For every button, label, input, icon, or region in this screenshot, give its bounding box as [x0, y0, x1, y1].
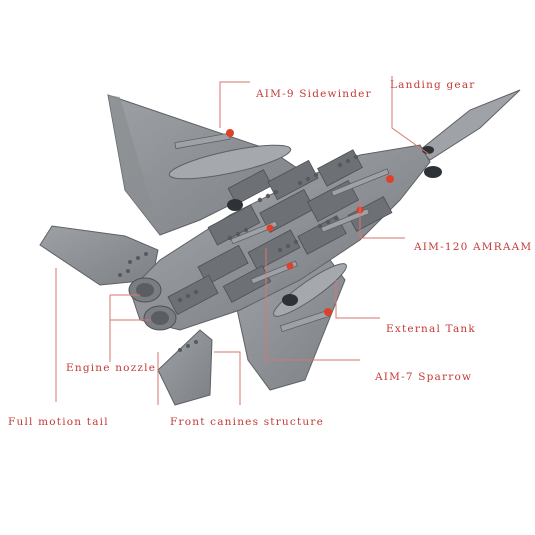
landing-gear: [227, 146, 442, 306]
engine-nozzles: [128, 277, 177, 331]
label-aim120: AIM-120 AMRAAM: [414, 241, 533, 253]
aim9-missile: [174, 129, 234, 150]
leader-lines: [55, 76, 431, 405]
aim120-missiles: [320, 168, 394, 233]
brick-studs: [118, 154, 359, 352]
label-aim9: AIM-9 Sidewinder: [256, 88, 372, 100]
label-external-tank: External Tank: [386, 323, 476, 335]
leader-aim7: [265, 248, 360, 361]
label-landing-gear: Landing gear: [390, 79, 476, 91]
label-engine-nozzle: Engine nozzle: [66, 362, 157, 374]
leader-landing-gear: [391, 76, 431, 156]
leader-aim9: [219, 81, 250, 128]
left-stabilizer: [39, 225, 159, 286]
leader-external-tank: [335, 280, 380, 319]
leader-aim120: [359, 200, 405, 239]
label-full-motion-tail: Full motion tail: [8, 416, 109, 428]
label-aim7: AIM-7 Sparrow: [375, 371, 473, 383]
leader-front-canines-b: [214, 351, 241, 405]
aim7-missiles: [230, 220, 332, 333]
label-front-canines: Front canines structure: [170, 416, 324, 428]
lower-stabilizer: [157, 329, 213, 406]
nose-cone: [419, 89, 521, 161]
upper-wing-leading-shade: [108, 95, 160, 235]
